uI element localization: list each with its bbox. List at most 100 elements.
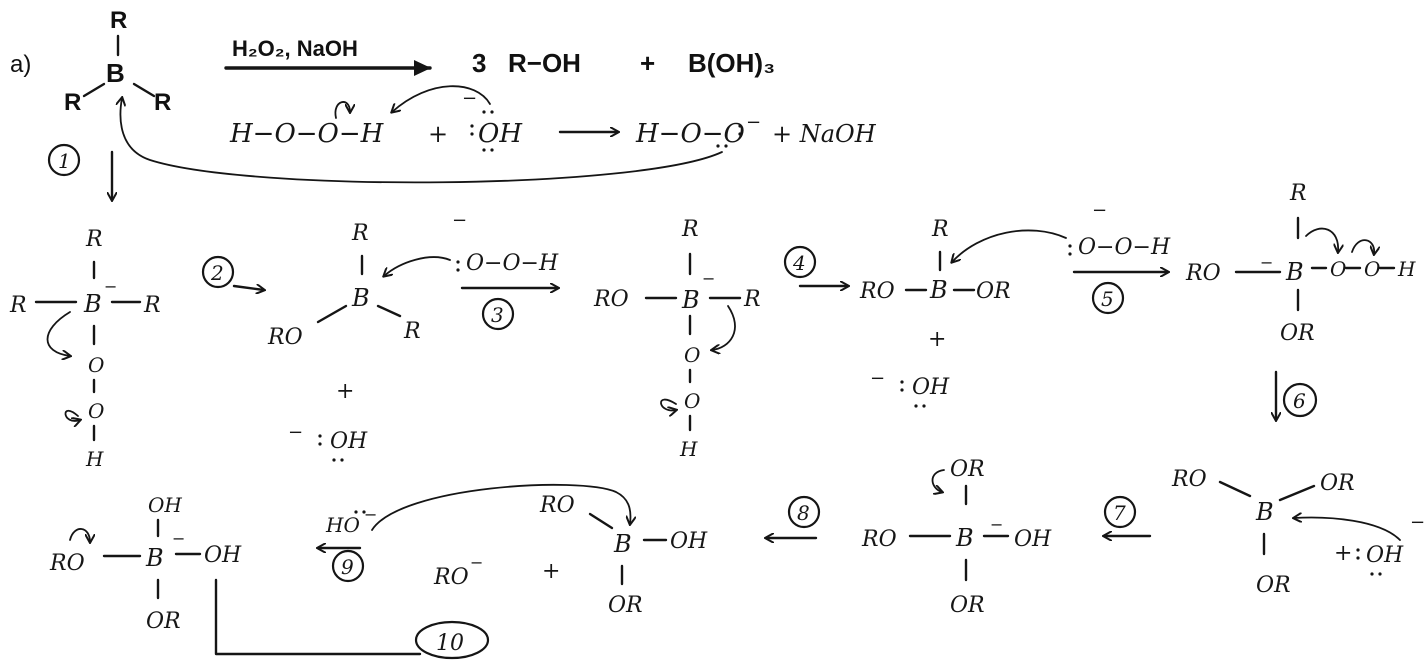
trialkylborane: R B R R <box>64 7 171 116</box>
i2-hoo-minus: − <box>452 210 467 231</box>
step-1-label: 1 <box>58 149 71 173</box>
step-1: 1 <box>47 143 112 200</box>
i6-b: B <box>1255 498 1274 526</box>
hydroxide-minus: − <box>462 88 477 109</box>
i1-h: H <box>85 447 104 471</box>
i5-o2: O <box>1364 257 1380 281</box>
step-4-label: 4 <box>792 251 806 275</box>
intermediate-7: OR RO B − OH OR <box>861 457 1052 618</box>
i7-or-top: OR <box>950 457 985 482</box>
intermediate-3: R RO B − R O O H <box>593 217 761 461</box>
intermediate-4: R RO B OR + − OH − O−O−H <box>859 200 1171 408</box>
i9-or: OR <box>146 609 181 634</box>
i2-hoo: O−O−H <box>466 251 559 276</box>
i4-minus: − <box>870 368 885 389</box>
i5-b: B <box>1285 258 1304 286</box>
i8-ro-anion: RO <box>433 565 469 590</box>
i1-o2: O <box>88 399 104 423</box>
i8-hoo-anion: HO <box>325 513 360 537</box>
i7-oh: OH <box>1014 527 1052 552</box>
i5-h: H <box>1397 257 1416 281</box>
atom-r-left: R <box>64 89 81 116</box>
step-2: 2 <box>201 255 264 290</box>
step-5-label: 5 <box>1101 287 1114 311</box>
step-9-label: 9 <box>341 555 354 579</box>
i8-ro-minus: − <box>470 553 483 572</box>
i1-minus: − <box>104 277 117 296</box>
i3-minus: − <box>702 269 715 288</box>
part-label: a) <box>10 51 31 78</box>
i1-r-top: R <box>85 227 103 252</box>
i8-hoo-minus: − <box>364 505 377 524</box>
step-7-label: 7 <box>1113 501 1126 525</box>
i3-o1: O <box>684 343 700 367</box>
i3-b: B <box>681 286 700 314</box>
i2-ro: RO <box>267 325 303 350</box>
plus-1: + <box>428 120 448 148</box>
i5-minus: − <box>1260 253 1273 272</box>
i1-o1: O <box>88 353 104 377</box>
sodium-hydroxide: + NaOH <box>772 120 877 148</box>
i4-or: OR <box>976 279 1011 304</box>
intermediate-8: HO − RO − + RO B OH OR <box>325 483 708 618</box>
step-10-label: 10 <box>436 631 464 656</box>
attack-arrow-top <box>120 98 723 184</box>
i9-oh-right: OH <box>204 543 242 568</box>
atom-b: B <box>106 58 125 88</box>
product-boric-acid: B(OH)₃ <box>688 48 775 78</box>
product-plus: + <box>640 48 655 78</box>
row-2: 1 R R B − R O O H 2 R <box>9 143 1416 471</box>
step-6: 6 <box>1276 370 1318 420</box>
step-4: 4 <box>783 245 848 286</box>
i4-hoo: O−O−H <box>1078 235 1171 260</box>
i6-minus: − <box>1410 512 1425 533</box>
i5-o1: O <box>1330 257 1346 281</box>
i4-hoo-minus: − <box>1092 200 1107 221</box>
i7-b: B <box>955 524 974 552</box>
intermediate-6: RO B OR OR − + OH <box>1171 467 1425 598</box>
step-3-label: 3 <box>491 303 504 327</box>
i5-r-top: R <box>1289 181 1307 206</box>
i4-r-top: R <box>931 217 949 242</box>
step-8-label: 8 <box>797 501 810 525</box>
i6-ro: RO <box>1171 467 1207 492</box>
i2-r-right: R <box>403 319 421 344</box>
atom-r-right: R <box>154 89 171 116</box>
intermediate-5: R RO − B O O H OR <box>1185 181 1416 346</box>
hydroperoxide-minus: − <box>746 112 761 133</box>
i8-b: B <box>613 530 632 558</box>
hydrogen-peroxide: H−O−O−H <box>229 119 385 149</box>
i9-b: B <box>145 544 164 572</box>
i3-ro: RO <box>593 287 629 312</box>
i8-or: OR <box>608 593 643 618</box>
product-alcohol: R−OH <box>508 48 581 78</box>
i7-minus: − <box>990 515 1003 534</box>
i6-oh: OH <box>1366 543 1404 568</box>
i1-r-right: R <box>143 293 161 318</box>
overall-reaction: a) R B R R H₂O₂, NaOH 3 R−OH + B(OH)₃ <box>10 7 775 116</box>
i7-ro: RO <box>861 527 897 552</box>
i7-or-bottom: OR <box>950 593 985 618</box>
i3-o2: O <box>684 389 700 413</box>
step-7: 7 <box>1104 495 1152 536</box>
i2-r-top: R <box>351 221 369 246</box>
i4-plus: + <box>928 327 946 352</box>
i6-plus: + <box>1334 541 1352 566</box>
step-3: 3 <box>460 288 558 331</box>
step-8: 8 <box>766 495 821 538</box>
step-6-label: 6 <box>1293 389 1306 413</box>
i1-b: B <box>83 290 102 318</box>
i9-minus: − <box>172 529 185 548</box>
atom-r-top: R <box>110 7 127 34</box>
i2-oh: OH <box>330 429 368 454</box>
i8-ro: RO <box>539 493 575 518</box>
reagents-label: H₂O₂, NaOH <box>232 36 358 61</box>
i8-plus: + <box>542 559 560 584</box>
step-5: 5 <box>1072 272 1168 315</box>
i2-plus: + <box>336 379 354 404</box>
i5-ro: RO <box>1185 261 1221 286</box>
product-coefficient: 3 <box>472 48 486 78</box>
intermediate-1: R R B − R O O H <box>9 227 161 471</box>
intermediate-2: R B RO R + − OH − O−O−H <box>267 210 559 462</box>
